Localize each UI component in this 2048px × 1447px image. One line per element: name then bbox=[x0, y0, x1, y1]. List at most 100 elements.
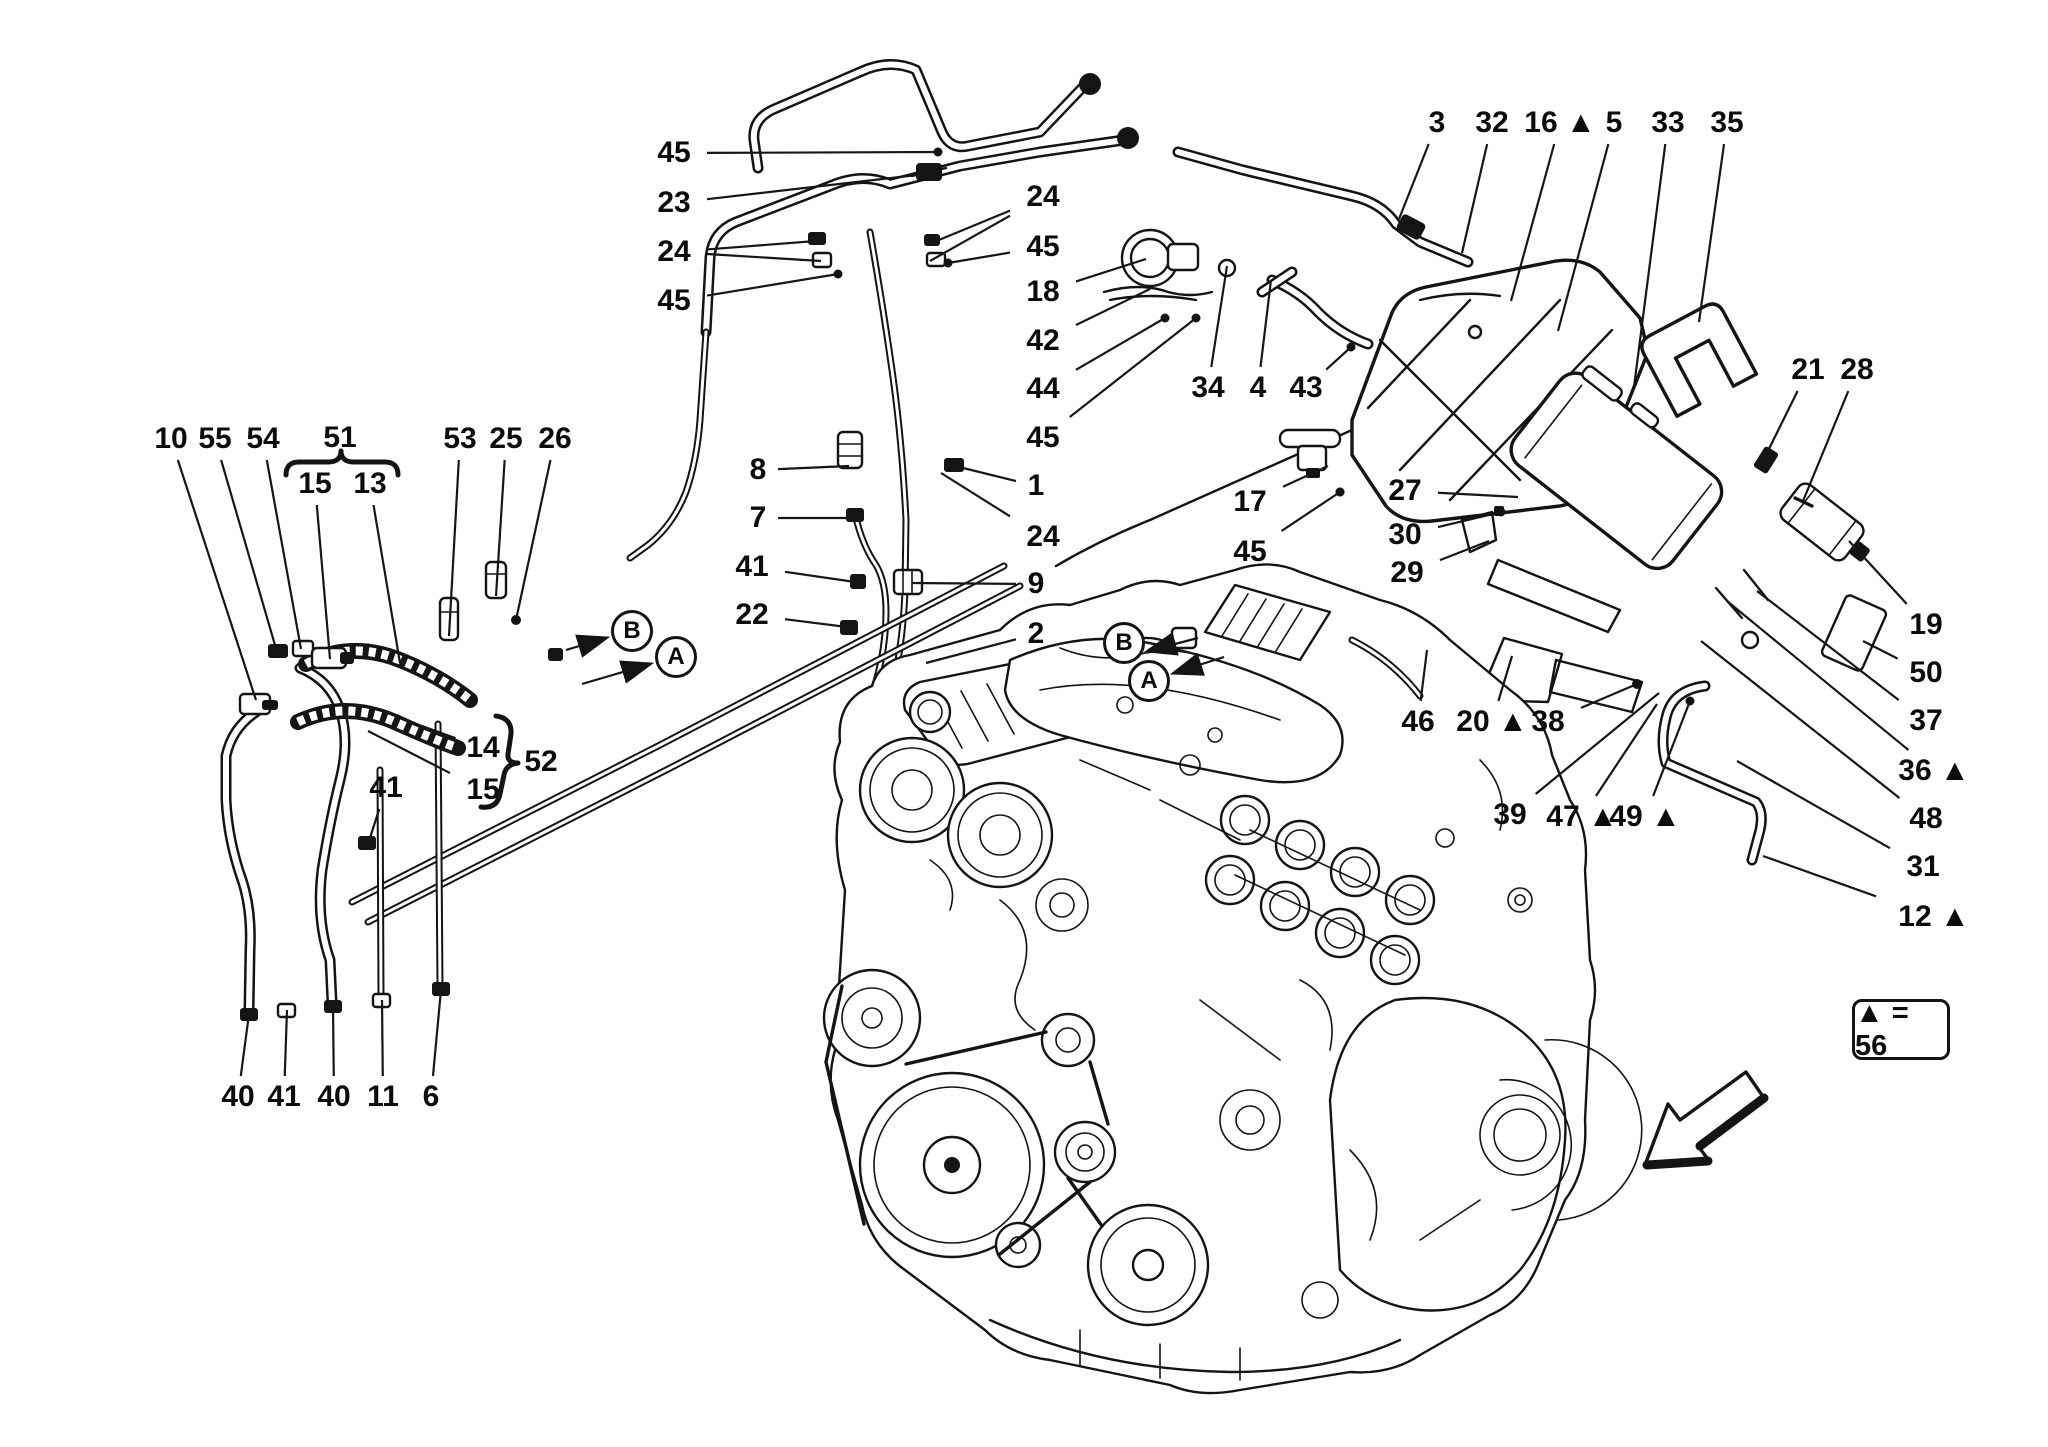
callout-23: 23 bbox=[657, 186, 691, 219]
leader-55 bbox=[220, 459, 279, 653]
leader-16 bbox=[1509, 143, 1556, 302]
view-arrow-B-0 bbox=[565, 634, 611, 658]
callout-43: 43 bbox=[1289, 371, 1323, 404]
brace-52 bbox=[478, 713, 521, 810]
callout-29: 29 bbox=[1390, 556, 1424, 589]
leader-9 bbox=[911, 581, 1017, 585]
leader-1 bbox=[954, 464, 1017, 483]
leader-20 bbox=[1497, 655, 1514, 702]
direction-arrow bbox=[1642, 1070, 1769, 1170]
callout-46: 46 bbox=[1401, 705, 1435, 738]
leader-45-4 bbox=[1069, 317, 1197, 418]
callout-27: 27 bbox=[1388, 474, 1422, 507]
callout-31: 31 bbox=[1906, 850, 1940, 883]
leader-40-2 bbox=[331, 1005, 335, 1077]
callout-22: 22 bbox=[735, 598, 769, 631]
leader-40-1 bbox=[239, 1013, 251, 1077]
leader-15-1 bbox=[315, 504, 332, 660]
carbon-canister bbox=[1486, 365, 1724, 634]
leader-24-2 bbox=[933, 209, 1011, 244]
callout-19: 19 bbox=[1909, 608, 1943, 641]
callout-15-2: 15 bbox=[466, 773, 500, 806]
callout-13: 13 bbox=[353, 467, 387, 500]
callout-17: 17 bbox=[1233, 485, 1267, 518]
leader-29 bbox=[1439, 539, 1490, 562]
callout-20: 20 ▲ bbox=[1456, 705, 1528, 738]
leader-42 bbox=[1075, 288, 1151, 326]
callout-55: 55 bbox=[198, 422, 232, 455]
callout-35: 35 bbox=[1710, 106, 1744, 139]
leader-21 bbox=[1762, 390, 1799, 462]
leader-24-1 bbox=[706, 239, 817, 251]
callout-40-2: 40 bbox=[317, 1080, 351, 1113]
callout-53: 53 bbox=[443, 422, 477, 455]
callout-32: 32 bbox=[1475, 106, 1509, 139]
callout-8: 8 bbox=[749, 453, 767, 486]
callout-9: 9 bbox=[1027, 567, 1045, 600]
leader-dot-45-5 bbox=[1335, 487, 1345, 497]
leader-dot-30 bbox=[1496, 507, 1506, 517]
leader-18 bbox=[1075, 257, 1147, 283]
leader-47 bbox=[1595, 703, 1658, 797]
canister-cover bbox=[1640, 302, 1759, 418]
leader-34 bbox=[1210, 265, 1229, 368]
leader-dot-44 bbox=[1160, 313, 1170, 323]
leader-13 bbox=[372, 504, 402, 664]
callout-41-1: 41 bbox=[735, 550, 769, 583]
callout-37: 37 bbox=[1909, 704, 1943, 737]
callout-44: 44 bbox=[1026, 372, 1060, 405]
callout-51: 51 bbox=[323, 421, 357, 454]
leader-26 bbox=[514, 459, 552, 621]
filter-assembly bbox=[1714, 446, 1888, 672]
callout-24-2: 24 bbox=[1026, 180, 1060, 213]
leader-41-2 bbox=[367, 808, 381, 842]
leader-48 bbox=[1700, 640, 1901, 799]
legend-text: ▲ = 56 bbox=[1855, 996, 1909, 1062]
callout-42: 42 bbox=[1026, 324, 1060, 357]
leader-35 bbox=[1697, 143, 1726, 323]
leader-50 bbox=[1862, 640, 1899, 660]
leader-8 bbox=[777, 464, 850, 471]
callout-49: 49 ▲ bbox=[1609, 800, 1681, 833]
callout-11: 11 bbox=[367, 1080, 399, 1113]
leader-dot-1 bbox=[950, 461, 960, 471]
leader-27 bbox=[1437, 491, 1519, 499]
callout-6: 6 bbox=[422, 1080, 440, 1113]
callout-7: 7 bbox=[749, 501, 767, 534]
callout-34: 34 bbox=[1191, 371, 1225, 404]
leader-41-3 bbox=[283, 1009, 289, 1077]
callout-41-2: 41 bbox=[369, 771, 403, 804]
leader-3 bbox=[1397, 143, 1430, 220]
view-arrow-A-1 bbox=[581, 660, 655, 686]
callout-2: 2 bbox=[1027, 617, 1045, 650]
leader-33 bbox=[1632, 143, 1667, 388]
leader-45-1 bbox=[706, 150, 939, 154]
leader-dot-45-4 bbox=[1191, 313, 1201, 323]
leader-dot-49 bbox=[1685, 696, 1695, 706]
leader-45-5 bbox=[1280, 491, 1341, 532]
leader-53 bbox=[447, 459, 460, 637]
leader-5 bbox=[1556, 143, 1610, 332]
leader-11 bbox=[380, 999, 384, 1077]
callout-52: 52 bbox=[524, 745, 558, 778]
leader-36 bbox=[1726, 600, 1910, 751]
leader-28 bbox=[1801, 390, 1850, 502]
leader-45-3 bbox=[947, 251, 1011, 265]
leader-45-2 bbox=[706, 272, 839, 297]
callout-50: 50 bbox=[1909, 656, 1943, 689]
leader-dot-41-2 bbox=[364, 836, 374, 846]
callout-45-1: 45 bbox=[657, 136, 691, 169]
leader-46 bbox=[1419, 649, 1429, 702]
leader-41-1 bbox=[784, 570, 856, 584]
callout-10: 10 bbox=[154, 422, 188, 455]
callout-15-1: 15 bbox=[298, 467, 332, 500]
callout-38: 38 bbox=[1531, 705, 1565, 738]
leader-19 bbox=[1848, 540, 1908, 605]
evap-shutoff-valve bbox=[1102, 228, 1298, 302]
callout-25: 25 bbox=[489, 422, 523, 455]
callout-21: 21 bbox=[1791, 353, 1825, 386]
callout-5: 5 bbox=[1605, 106, 1623, 139]
callout-45-4: 45 bbox=[1026, 421, 1060, 454]
leader-dot-38 bbox=[1632, 679, 1642, 689]
